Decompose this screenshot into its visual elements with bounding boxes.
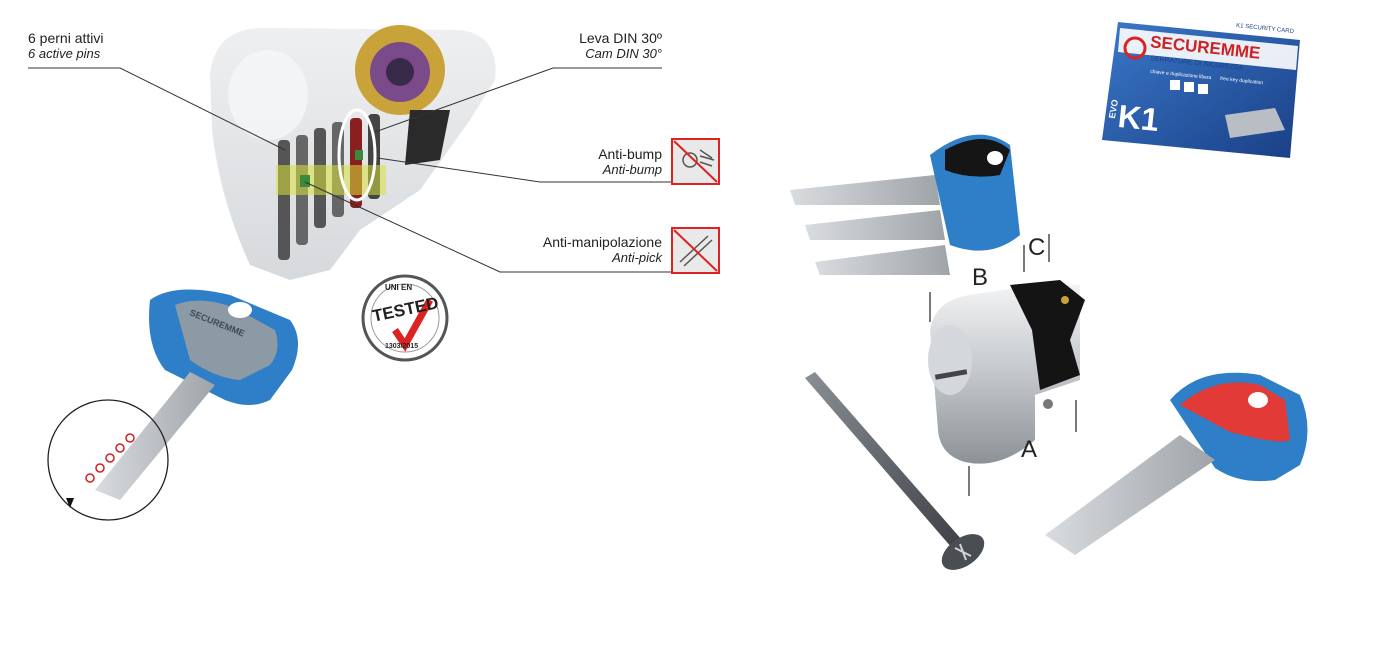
fixing-screw [805,372,985,570]
callout-pins: 6 perni attivi 6 active pins [28,30,103,62]
dimension-b-label: B [972,264,989,291]
callout-bump-title: Anti-bump [598,146,662,162]
card-model-text: K1 [1116,97,1161,139]
callout-cam: Leva DIN 30º Cam DIN 30° [520,30,662,62]
three-keys [790,134,1020,275]
callout-pins-subtitle: 6 active pins [28,46,101,61]
tested-badge [361,274,449,362]
red-key-right [1045,372,1308,555]
cutaway-cylinder [210,25,496,281]
callout-cam-subtitle: Cam DIN 30° [585,46,662,61]
callout-bump-subtitle: Anti-bump [602,162,662,177]
callout-pins-title: 6 perni attivi [28,30,104,46]
anti-bump-icon [671,138,720,185]
callout-pick-title: Anti-manipolazione [542,234,662,250]
callout-cam-title: Leva DIN 30º [579,30,662,46]
callout-pick-subtitle: Anti-pick [612,250,662,265]
badge-bottom-text: 1303/2015 [385,343,419,350]
dimension-ticks [929,234,1077,496]
dimension-a-label: A [1021,436,1038,463]
callout-lines [28,67,718,273]
callout-pick: Anti-manipolazione Anti-pick [480,234,662,266]
badge-top-text: UNI EN [385,283,413,292]
anti-pick-icon [671,227,720,274]
dimension-c-label: C [1028,234,1046,261]
security-card [1102,22,1300,158]
euro-cylinder [928,280,1085,464]
callout-bump: Anti-bump Anti-bump [520,146,662,178]
blue-key-left [47,289,299,521]
